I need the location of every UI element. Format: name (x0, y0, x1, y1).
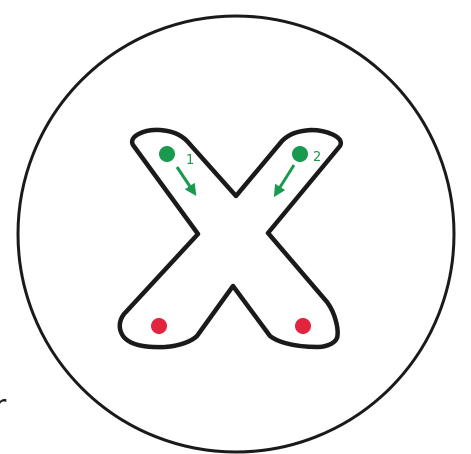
letter-x-outline (120, 130, 341, 347)
green-start-dot (159, 146, 175, 162)
corner-letter-fragment: r (0, 392, 6, 422)
red-end-dot (151, 318, 167, 334)
enclosing-circle (18, 16, 454, 452)
stroke-1: 1 (151, 146, 194, 334)
green-arrow-icon (177, 167, 193, 191)
stroke-number-1: 1 (186, 153, 194, 168)
green-arrow-icon (277, 165, 294, 192)
stroke-number-2: 2 (313, 150, 321, 165)
green-start-dot (292, 146, 308, 162)
red-end-dot (295, 318, 311, 334)
